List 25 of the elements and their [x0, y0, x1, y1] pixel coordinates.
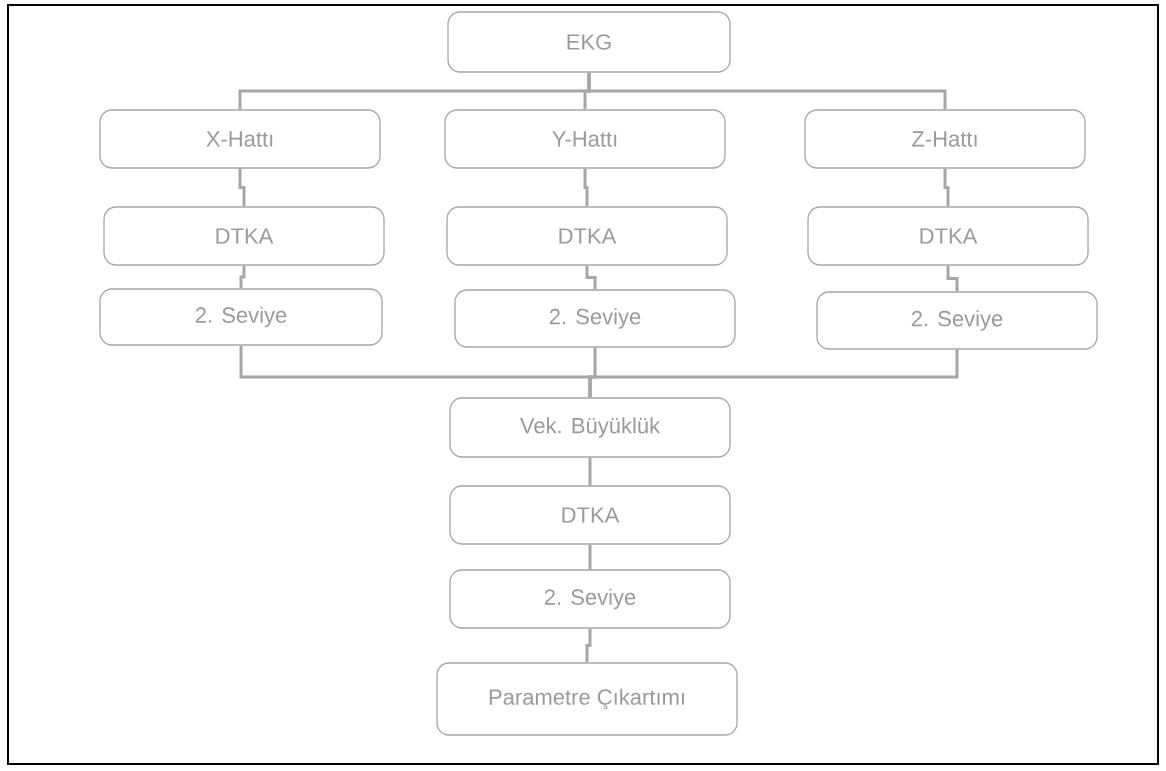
connector-line: [943, 168, 950, 207]
process-box: Z-Hattı: [804, 109, 1086, 169]
process-box: DTKA: [807, 206, 1089, 266]
process-box: EKG: [447, 11, 731, 73]
process-box: Parametre Çıkartımı: [436, 662, 738, 736]
process-box: DTKA: [103, 206, 385, 266]
connector-line: [583, 168, 589, 207]
process-box: 2. Seviye: [449, 569, 731, 629]
connector-line: [588, 349, 959, 398]
process-box: X-Hattı: [99, 109, 381, 169]
connector-line: [239, 265, 246, 289]
connector-line: [585, 628, 592, 663]
process-box: 2. Seviye: [454, 289, 736, 348]
process-box: 2. Seviye: [816, 291, 1098, 350]
connector-line: [588, 544, 592, 570]
connector-line: [585, 265, 597, 290]
process-box: Y-Hattı: [444, 109, 726, 169]
connector-line: [587, 72, 947, 110]
process-box: DTKA: [449, 485, 731, 545]
process-box: DTKA: [446, 206, 728, 266]
connector-line: [588, 457, 592, 486]
process-box: 2. Seviye: [99, 288, 383, 346]
connector-line: [946, 265, 959, 292]
connector-line: [238, 168, 246, 207]
process-box: Vek. Büyüklük: [449, 397, 731, 458]
